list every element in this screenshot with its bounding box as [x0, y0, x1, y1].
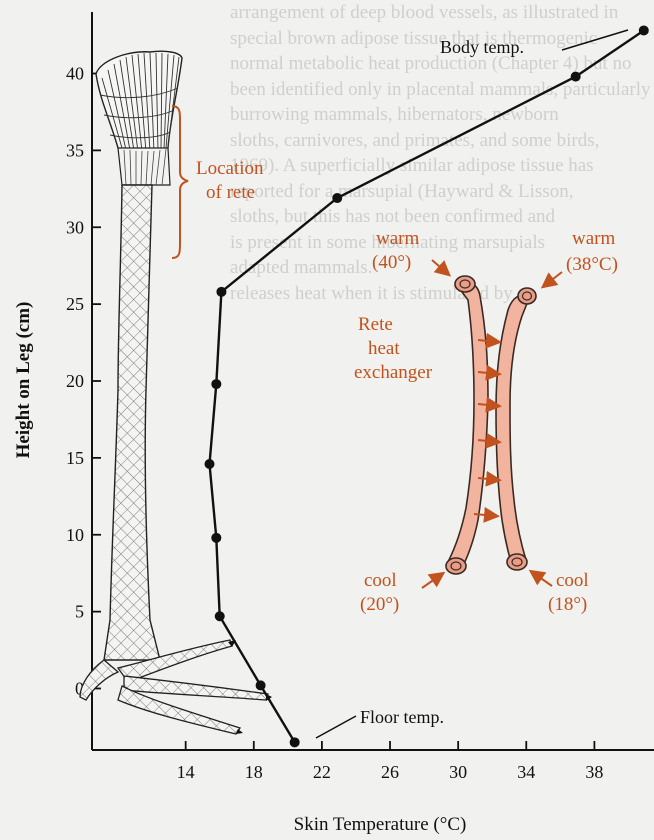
exchanger-title-3: exchanger [354, 362, 433, 383]
data-point [214, 611, 225, 622]
warm-left-value: (40°) [372, 252, 411, 273]
exchanger-title-1: Rete [358, 314, 393, 335]
y-axis-label: Height on Leg (cm) [13, 302, 34, 459]
y-tick-label: 0 [75, 679, 84, 699]
bg-line: burrowing mammals, hibernators, newborn [230, 104, 559, 125]
bird-leg-illustration [79, 50, 272, 735]
y-tick-label: 15 [66, 448, 84, 468]
x-axis-label: Skin Temperature (°C) [294, 814, 467, 835]
background-page-text: arrangement of deep blood vessels, as il… [230, 0, 654, 306]
body-temp-pointer [561, 29, 629, 51]
bg-line: adapted mammals. [230, 257, 373, 278]
leg-shank [103, 184, 161, 661]
cool-left-label: cool [364, 570, 397, 591]
y-tick-label: 40 [66, 64, 84, 84]
x-tick-label: 30 [449, 762, 467, 782]
rete-location-brace: Location of rete [171, 105, 264, 259]
vessel-left [446, 280, 489, 570]
bg-line: sloths, but this has not been confirmed … [230, 206, 556, 227]
bg-line: is present in some hibernating marsupial… [230, 231, 546, 253]
bg-line: been identified only in placental mammal… [230, 78, 651, 100]
bg-line: special brown adipose tissue that is the… [230, 27, 598, 49]
vessel-right [495, 294, 532, 568]
bg-line: reported for a marsupial (Hayward & Liss… [230, 180, 574, 202]
data-point [204, 459, 215, 470]
rete-heat-exchanger-diagram: Rete heat exchanger warm (40°) warm (38°… [354, 228, 618, 615]
cool-right-value: (18°) [548, 594, 587, 615]
cool-right-label: cool [556, 570, 589, 591]
temperature-series [204, 25, 649, 748]
x-tick-label: 38 [585, 762, 603, 782]
feather-tuft [95, 50, 183, 154]
bg-line: releases heat when it is stimulated by [230, 282, 513, 304]
bg-line: normal metabolic heat production (Chapte… [230, 53, 632, 74]
floor-temp-pointer [315, 715, 357, 739]
warm-right-label: warm [572, 228, 615, 249]
body-temp-annotation: Body temp. [440, 37, 524, 57]
warm-left-label: warm [376, 228, 419, 249]
bg-line: sloths, carnivores, and primates, and so… [230, 129, 600, 151]
y-tick-label: 35 [66, 140, 84, 160]
rete-label-line2: of rete [206, 182, 255, 203]
y-tick-label: 5 [75, 602, 84, 622]
data-point [211, 379, 222, 390]
x-tick-label: 18 [245, 762, 263, 782]
x-ticks: 14 18 22 26 30 34 38 [177, 741, 603, 782]
bg-line: arrangement of deep blood vessels, as il… [230, 2, 619, 23]
heat-flow-arrows [473, 332, 502, 523]
data-point [332, 193, 343, 204]
rete-label-line1: Location [196, 158, 264, 179]
data-point [638, 25, 649, 36]
x-tick-label: 14 [177, 762, 195, 782]
x-tick-label: 26 [381, 762, 399, 782]
y-ticks: 0 5 10 15 20 25 30 35 40 [66, 64, 101, 699]
y-tick-label: 10 [66, 525, 84, 545]
series-line [208, 29, 645, 743]
y-tick-label: 25 [66, 294, 84, 314]
x-tick-label: 22 [313, 762, 331, 782]
toes [79, 639, 269, 735]
y-tick-label: 30 [66, 217, 84, 237]
series-points [204, 25, 649, 748]
data-point [216, 286, 227, 297]
cool-left-value: (20°) [360, 594, 399, 615]
data-point [289, 737, 300, 748]
data-point [255, 680, 266, 691]
floor-temp-annotation: Floor temp. [360, 707, 444, 727]
y-tick-label: 20 [66, 371, 84, 391]
bg-line: 1969). A superficially similar adipose t… [230, 155, 594, 176]
warm-right-value: (38°C) [566, 254, 618, 275]
x-tick-label: 34 [517, 762, 535, 782]
exchanger-title-2: heat [368, 338, 400, 359]
data-point [211, 532, 222, 543]
data-point [570, 71, 581, 82]
